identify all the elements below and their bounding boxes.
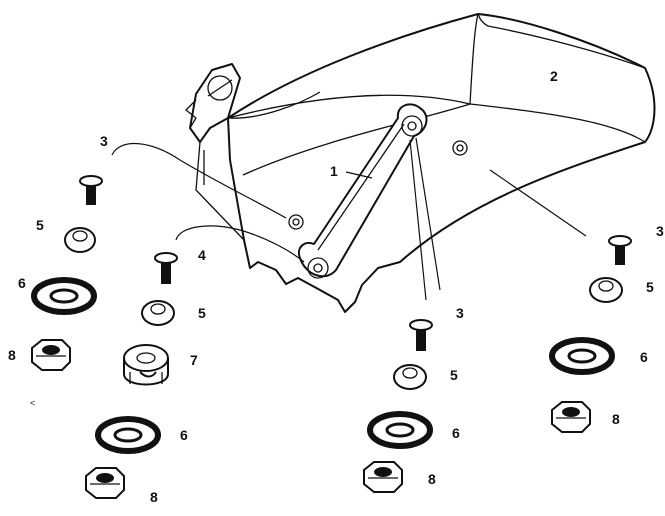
spacer-group xyxy=(64,227,623,390)
rubber-washer xyxy=(367,411,433,449)
callout-3: 3 xyxy=(456,305,464,321)
nut xyxy=(31,339,71,371)
callout-3: 3 xyxy=(100,133,108,149)
callout-4: 4 xyxy=(198,247,206,263)
bolt xyxy=(608,235,632,265)
nut xyxy=(85,467,125,499)
callout-8: 8 xyxy=(428,471,436,487)
bolt xyxy=(79,175,103,205)
callout-5: 5 xyxy=(36,217,44,233)
bolt xyxy=(409,319,433,351)
callout-8: 8 xyxy=(150,489,158,505)
callout-3: 3 xyxy=(656,223,664,239)
callout-8: 8 xyxy=(8,347,16,363)
bolt-group xyxy=(79,175,632,351)
callout-5: 5 xyxy=(646,279,654,295)
spacer xyxy=(64,227,96,253)
nut xyxy=(363,461,403,493)
callout-6: 6 xyxy=(18,275,26,291)
rubber-washer xyxy=(31,277,97,315)
bushing xyxy=(123,344,169,386)
leader-lines xyxy=(111,137,587,301)
callout-5: 5 xyxy=(450,367,458,383)
callout-8: 8 xyxy=(612,411,620,427)
callout-1: 1 xyxy=(330,163,338,179)
callout-5: 5 xyxy=(198,305,206,321)
spacer xyxy=(589,277,623,303)
spacer xyxy=(393,364,427,390)
callout-6: 6 xyxy=(640,349,648,365)
callout-7: 7 xyxy=(190,352,198,368)
callout-2: 2 xyxy=(550,68,558,84)
bolt xyxy=(154,252,178,284)
nut xyxy=(551,401,591,433)
washer-group xyxy=(31,277,615,454)
stray-mark: ˂ xyxy=(30,398,35,408)
rubber-washer xyxy=(549,337,615,375)
callout-6: 6 xyxy=(180,427,188,443)
spacer xyxy=(141,300,175,326)
callout-labels: 1 2 3 3 3 4 5 5 5 5 6 6 6 6 7 8 8 8 8 ˂ xyxy=(8,68,664,505)
callout-6: 6 xyxy=(452,425,460,441)
nut-group xyxy=(31,339,591,499)
link-arm xyxy=(298,103,428,279)
rubber-washer xyxy=(95,416,161,454)
